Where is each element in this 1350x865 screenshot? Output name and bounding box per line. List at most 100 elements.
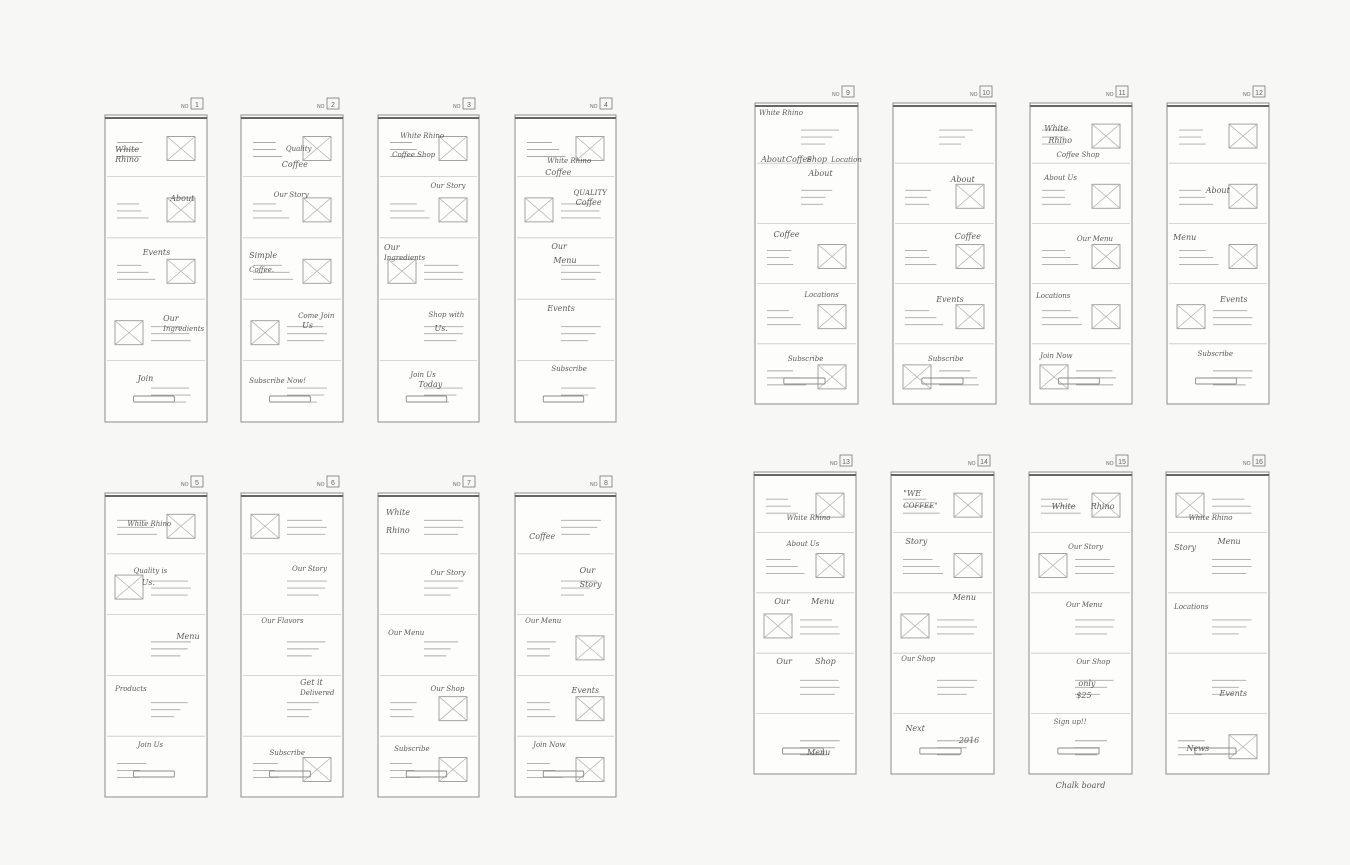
board-number: 4 bbox=[604, 102, 608, 109]
handwritten-label: About Us bbox=[1043, 174, 1077, 182]
board-no-label: NO bbox=[970, 92, 978, 98]
handwritten-label: Rhino bbox=[114, 155, 139, 164]
board-number: 12 bbox=[1255, 90, 1263, 97]
board-caption: Chalk board bbox=[1056, 781, 1106, 790]
handwritten-label: White Rhino bbox=[1189, 514, 1233, 522]
handwritten-label: Our Menu bbox=[1077, 235, 1114, 243]
handwritten-label: Our bbox=[384, 243, 401, 252]
handwritten-label: Delivered bbox=[299, 689, 335, 697]
handwritten-label: Events bbox=[571, 686, 600, 695]
handwritten-label: Shop bbox=[806, 155, 827, 164]
handwritten-label: Today bbox=[418, 380, 442, 389]
board-number: 14 bbox=[980, 459, 988, 466]
board-16: NO16White RhinoStoryMenuLocationsEventsN… bbox=[1166, 455, 1269, 774]
handwritten-label: White Rhino bbox=[787, 514, 831, 522]
board-9: NO9White RhinoAboutCoffeeShopLocationAbo… bbox=[755, 86, 862, 404]
handwritten-label: Us. bbox=[435, 324, 448, 333]
board-number: 16 bbox=[1255, 459, 1263, 466]
handwritten-label: Our Story bbox=[292, 565, 328, 573]
handwritten-label: White Rhino bbox=[759, 109, 803, 117]
handwritten-label: QUALITY bbox=[574, 189, 609, 197]
handwritten-label: About bbox=[808, 169, 834, 178]
handwritten-label: Coffee bbox=[545, 168, 571, 177]
handwritten-label: Coffee bbox=[576, 198, 602, 207]
handwritten-label: Ingredients bbox=[162, 325, 204, 333]
board-number: 11 bbox=[1118, 90, 1125, 97]
handwritten-label: $25 bbox=[1076, 691, 1091, 700]
board-7: NO7WhiteRhinoOur StoryOur MenuOur ShopSu… bbox=[378, 476, 479, 797]
board-no-label: NO bbox=[832, 92, 840, 98]
board-no-label: NO bbox=[590, 104, 598, 110]
board-6: NO6Our StoryOur FlavorsGet itDeliveredSu… bbox=[241, 476, 343, 797]
handwritten-label: Events bbox=[546, 304, 575, 313]
board-1: NO1WhiteRhinoAboutEventsOurIngredientsJo… bbox=[105, 98, 207, 422]
handwritten-label: About bbox=[950, 175, 976, 184]
board-no-label: NO bbox=[1243, 461, 1251, 467]
handwritten-label: Our Menu bbox=[525, 617, 562, 625]
handwritten-label: White bbox=[115, 145, 139, 154]
board-no-label: NO bbox=[317, 104, 325, 110]
handwritten-label: Story bbox=[580, 580, 602, 589]
board-number: 1 bbox=[195, 102, 199, 109]
handwritten-label: Shop with bbox=[428, 311, 464, 319]
handwritten-label: Location bbox=[830, 156, 862, 164]
handwritten-label: Menu bbox=[806, 748, 830, 757]
handwritten-label: only bbox=[1078, 679, 1096, 688]
board-15: NO15WhiteRhinoOur StoryOur MenuOur Shopo… bbox=[1029, 455, 1132, 790]
handwritten-label: About bbox=[1205, 186, 1231, 195]
handwritten-label: Sign up!! bbox=[1054, 718, 1087, 726]
handwritten-label: Rhino bbox=[1090, 502, 1115, 511]
board-number: 6 bbox=[331, 480, 335, 487]
handwritten-label: Us bbox=[302, 321, 313, 330]
board-12: NO12AboutMenuEventsSubscribe bbox=[1167, 86, 1269, 404]
board-4: NO4White RhinoCoffeeQUALITYCoffeeOurMenu… bbox=[515, 98, 616, 422]
handwritten-label: Get it bbox=[300, 678, 323, 687]
handwritten-label: Join Now bbox=[531, 741, 565, 749]
handwritten-label: Come Join bbox=[298, 312, 335, 320]
handwritten-label: Locations bbox=[1035, 292, 1071, 300]
handwritten-label: White bbox=[1052, 502, 1076, 511]
board-no-label: NO bbox=[1106, 92, 1114, 98]
handwritten-label: Quality is bbox=[134, 567, 168, 575]
handwritten-label: Our bbox=[551, 242, 568, 251]
handwritten-label: Coffee bbox=[282, 160, 308, 169]
board-number: 13 bbox=[842, 459, 850, 466]
handwritten-label: Subscribe bbox=[551, 365, 587, 373]
handwritten-label: Join Us bbox=[136, 741, 164, 749]
handwritten-label: Our Flavors bbox=[261, 617, 304, 625]
handwritten-label: Our Story bbox=[431, 182, 467, 190]
handwritten-label: Menu bbox=[1172, 233, 1196, 242]
handwritten-label: Story bbox=[905, 537, 927, 546]
board-13: NO13White RhinoAbout UsOurMenuOurShopMen… bbox=[754, 455, 856, 774]
handwritten-label: Menu bbox=[552, 256, 576, 265]
handwritten-label: Menu bbox=[1216, 537, 1240, 546]
handwritten-label: Our bbox=[580, 566, 597, 575]
handwritten-label: Subscribe bbox=[394, 745, 430, 753]
handwritten-label: Our bbox=[776, 657, 793, 666]
handwritten-label: Subscribe bbox=[270, 749, 306, 757]
handwritten-label: Our Story bbox=[431, 569, 467, 577]
board-number: 7 bbox=[467, 480, 471, 487]
handwritten-label: Our bbox=[774, 597, 791, 606]
handwritten-label: Rhino bbox=[385, 526, 410, 535]
handwritten-label: Subscribe Now! bbox=[249, 377, 306, 385]
handwritten-label: White Rhino bbox=[547, 157, 591, 165]
handwritten-label: Menu bbox=[175, 632, 199, 641]
handwritten-label: Our Shop bbox=[431, 685, 465, 693]
handwritten-label: Rhino bbox=[1047, 136, 1072, 145]
handwritten-label: Coffee Shop bbox=[1056, 151, 1100, 159]
handwritten-label: COFFEE" bbox=[903, 502, 937, 510]
board-number: 2 bbox=[331, 102, 335, 109]
board-number: 3 bbox=[467, 102, 471, 109]
board-11: NO11WhiteRhinoCoffee ShopAbout UsOur Men… bbox=[1030, 86, 1132, 404]
handwritten-label: Us. bbox=[142, 578, 155, 587]
board-no-label: NO bbox=[1243, 92, 1251, 98]
board-10: NO10AboutCoffeeEventsSubscribe bbox=[893, 86, 996, 404]
handwritten-label: About bbox=[760, 155, 786, 164]
handwritten-label: Join Us bbox=[408, 371, 436, 379]
handwritten-label: Coffee bbox=[529, 532, 555, 541]
handwritten-label: Locations bbox=[803, 291, 839, 299]
handwritten-label: Menu bbox=[952, 593, 976, 602]
board-number: 10 bbox=[982, 90, 990, 97]
board-no-label: NO bbox=[181, 104, 189, 110]
